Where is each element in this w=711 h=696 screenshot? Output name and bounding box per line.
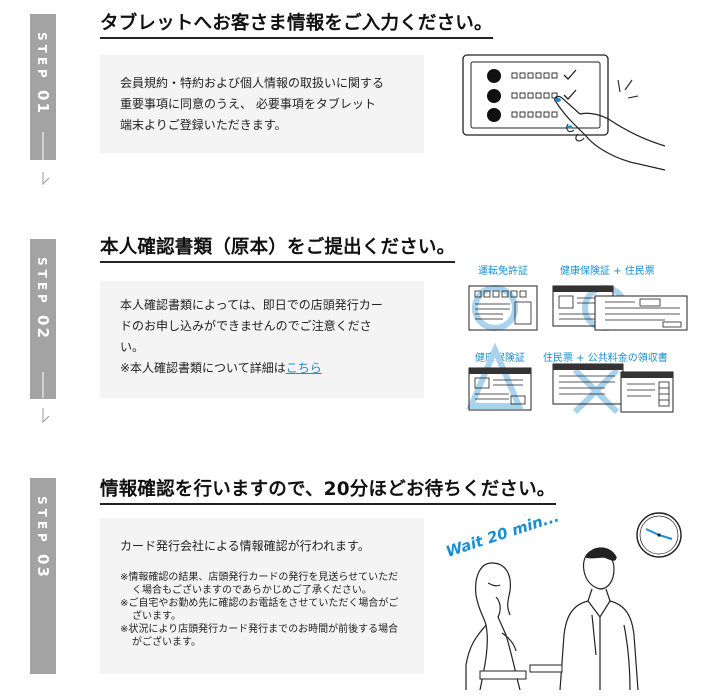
step-03-note: ※ご自宅やお勤め先に確認のお電話をさせていただく場合がございます。 — [120, 598, 399, 622]
step-03-bar: STEP 03 — [30, 478, 56, 674]
step-01-body-line: 重要事項に同意のうえ、 必要事項をタブレット — [120, 97, 376, 111]
step-03-note: ※情報確認の結果、店頭発行カードの発行を見送らせていただく場合もございますのであ… — [120, 572, 399, 596]
doc-caption-license: 運転免許証 — [478, 266, 528, 277]
step-01-connector-arrow — [42, 132, 50, 186]
waiting-people-illustration: Wait 20 min... — [444, 507, 682, 690]
step-02-label: STEP 02 — [34, 257, 52, 340]
step-01-title: タブレットへお客さま情報をご入力ください。 — [100, 12, 493, 39]
step-02-body-line: ドのお申し込みができませんのでご注意くださ — [120, 319, 372, 333]
id-documents-illustration — [466, 285, 688, 415]
step-01-body-line: 会員規約・特約および個人情報の取扱いに関する — [120, 76, 385, 90]
step-02-body-line: い。 — [120, 340, 145, 354]
step-02-connector-arrow — [42, 372, 50, 424]
doc-caption-insurance-resident: 健康保険証 + 住民票 — [560, 266, 655, 277]
details-link[interactable]: こちら — [285, 361, 322, 375]
step-03-info-box: カード発行会社による情報確認が行われます。 ※情報確認の結果、店頭発行カードの発… — [100, 518, 424, 674]
step-02-info-box: 本人確認書類によっては、即日での店頭発行カー ドのお申し込みができませんのでご注… — [100, 281, 424, 398]
step-03-title: 情報確認を行いますので、20分ほどお待ちください。 — [100, 478, 556, 505]
step-02-bar: STEP 02 — [30, 239, 56, 399]
step-03-notes: ※情報確認の結果、店頭発行カードの発行を見送らせていただく場合もございますのであ… — [120, 571, 404, 649]
step-02-body-line: 本人確認書類によっては、即日での店頭発行カー — [120, 298, 383, 312]
step-02-title: 本人確認書類（原本）をご提出ください。 — [100, 236, 456, 263]
step-03-note: ※状況により店頭発行カード発行までのお時間が前後する場合がございます。 — [120, 624, 399, 648]
step-02-detail-line: ※本人確認書類について詳細はこちら — [120, 361, 322, 375]
step-03-body-main: カード発行会社による情報確認が行われます。 — [120, 539, 370, 553]
doc-caption-resident-receipt: 住民票 + 公共料金の領収書 — [543, 353, 668, 364]
tablet-input-illustration — [462, 54, 666, 171]
wait-text: Wait 20 min... — [444, 507, 562, 561]
step-01-label: STEP 01 — [34, 32, 52, 115]
step-03-label: STEP 03 — [34, 496, 52, 579]
step-01-info-box: 会員規約・特約および個人情報の取扱いに関する 重要事項に同意のうえ、 必要事項を… — [100, 55, 424, 153]
step-01-body-line: 端末よりご登録いただきます。 — [120, 118, 287, 132]
